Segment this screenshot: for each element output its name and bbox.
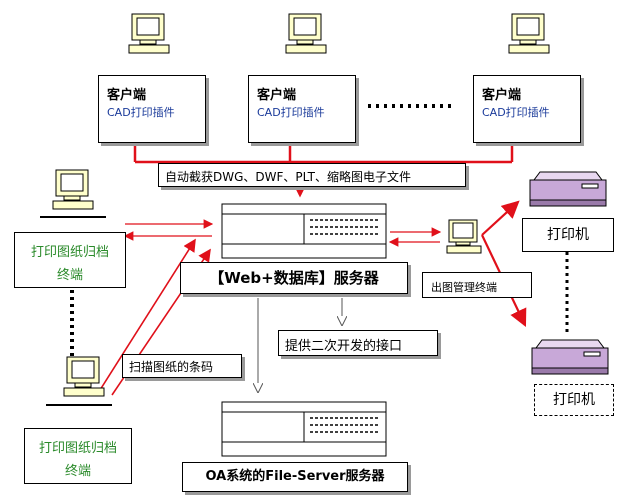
capture-label: 自动截获DWG、DWF、PLT、缩略图电子文件 [158, 163, 466, 187]
client-box: 客户端 CAD打印插件 [248, 75, 356, 143]
archive-terminal-line1: 打印图纸归档 [30, 245, 109, 260]
computer-icon [63, 355, 105, 399]
client-title: 客户端 [482, 88, 522, 103]
printer-label: 打印机 [522, 218, 614, 252]
main-server-label: 【Web+数据库】服务器 [180, 262, 408, 294]
computer-icon [446, 218, 482, 256]
printer-label: 打印机 [534, 384, 614, 416]
client-plugin: CAD打印插件 [482, 106, 550, 119]
client-box: 客户端 CAD打印插件 [473, 75, 581, 143]
computer-icon [285, 12, 327, 56]
oa-server-label: OA系统的File-Server服务器 [182, 462, 408, 492]
printer-icon [526, 166, 610, 208]
printer-icon [528, 334, 612, 376]
oa-server-device [218, 398, 388, 458]
computer-icon [52, 168, 94, 212]
divider [46, 404, 112, 406]
client-plugin: CAD打印插件 [107, 106, 175, 119]
computer-icon [128, 12, 170, 56]
client-title: 客户端 [107, 88, 147, 103]
archive-terminal-line2: 终端 [64, 464, 91, 479]
main-server-device [218, 200, 388, 260]
divider [40, 216, 106, 218]
archive-terminal-line2: 终端 [56, 268, 83, 283]
output-terminal-label: 出图管理终端 [422, 272, 532, 298]
scan-label: 扫描图纸的条码 [122, 354, 242, 378]
archive-terminal-line1: 打印图纸归档 [38, 441, 117, 456]
archive-terminal-box: 打印图纸归档 终端 [24, 428, 132, 484]
client-box: 客户端 CAD打印插件 [98, 75, 206, 143]
computer-icon [508, 12, 550, 56]
api-label: 提供二次开发的接口 [278, 330, 438, 356]
client-title: 客户端 [257, 88, 297, 103]
archive-terminal-box: 打印图纸归档 终端 [14, 232, 126, 288]
client-plugin: CAD打印插件 [257, 106, 325, 119]
